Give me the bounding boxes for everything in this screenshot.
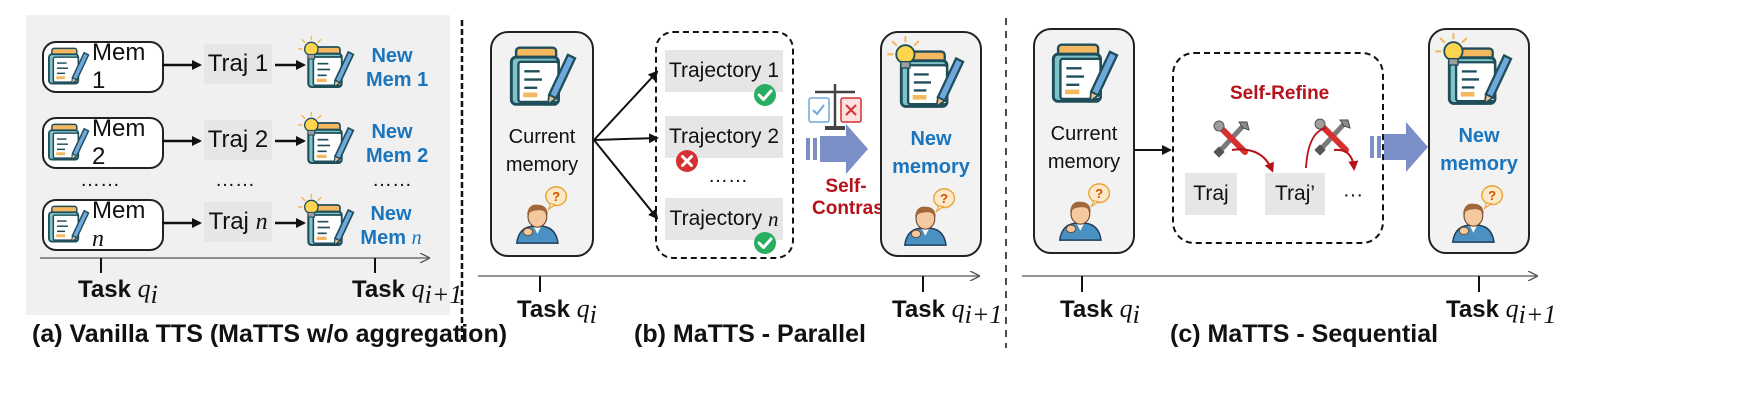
ellipsis-c: ··· (1343, 184, 1363, 206)
mem-box-2: Mem 2 (42, 115, 164, 170)
ellipsis-a-1: …… (80, 169, 120, 191)
mem-label: Mem 1 (92, 39, 146, 94)
mem-label: Mem n (92, 197, 146, 252)
user-question-icon (1452, 185, 1504, 243)
trajectory-2: Trajectory 2 (665, 116, 783, 158)
mem-box-1: Mem 1 (42, 39, 164, 94)
task-qi1-b: Task qi+1 (892, 294, 1003, 329)
caption-a: (a) Vanilla TTS (MaTTS w/o aggregation) (32, 320, 508, 348)
task-qi-b: Task qi (517, 294, 597, 329)
ellipsis-a-3: …… (372, 169, 412, 191)
mem-label: Mem 2 (92, 115, 146, 170)
traj-c-2: Traj’ (1265, 173, 1325, 215)
traj-box-1: Traj 1 (204, 44, 272, 84)
trajectory-group-b (655, 31, 794, 259)
divider-ab (460, 20, 464, 340)
mem-box-n: Mem n (42, 197, 164, 252)
self-refine-title: Self-Refine (1230, 83, 1330, 104)
lightbulb-notebook-icon (1435, 32, 1513, 105)
traj-box-2: Traj 2 (204, 120, 272, 160)
caption-c: (c) MaTTS - Sequential (1170, 320, 1439, 348)
task-qi1-a: Task qi+1 (352, 274, 463, 309)
task-qi-a: Task qi (78, 274, 158, 309)
trajectory-1: Trajectory 1 (665, 50, 783, 92)
caption-b: (b) MaTTS - Parallel (634, 320, 866, 348)
ellipsis-a-2: …… (215, 169, 255, 191)
new-mem-label-n: New Mem n (360, 203, 422, 249)
traj-c-1: Traj (1185, 173, 1237, 215)
ellipsis-b: …… (708, 165, 748, 187)
traj-box-n: Traj n (204, 202, 272, 242)
divider-bc (1005, 18, 1007, 348)
self-refine-group (1172, 52, 1384, 244)
task-qi1-c: Task qi+1 (1446, 294, 1557, 329)
self-contrast-label: Self-Contrast (812, 176, 891, 219)
balance-scale-icon (808, 84, 862, 130)
task-qi-c: Task qi (1060, 294, 1140, 329)
